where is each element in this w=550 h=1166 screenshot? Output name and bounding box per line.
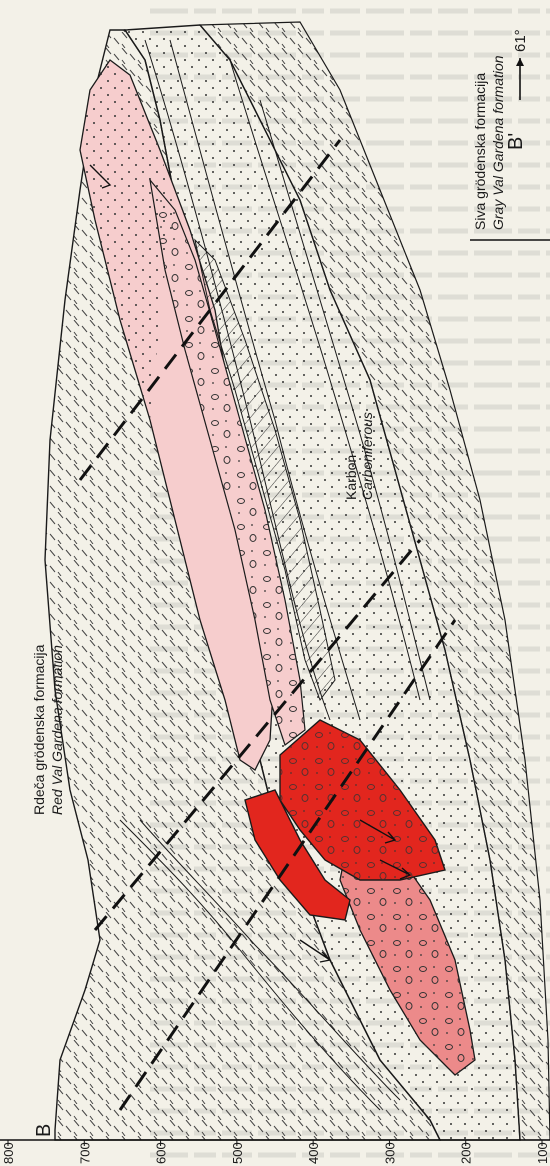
elevation-tick-label: 100 [535, 1142, 550, 1164]
elevation-tick-label: 400 [306, 1142, 321, 1164]
section-start-label: B [33, 1124, 55, 1137]
azimuth-label: 61° [512, 29, 529, 52]
carboniferous-english: Carboniferous [359, 412, 375, 500]
red-val-gardena-local: Rdeča grödenska formacija [31, 644, 47, 815]
gray-val-gardena-local: Siva grödenska formacija [472, 73, 488, 230]
carboniferous-local: Karbon [343, 455, 359, 500]
red-val-gardena-english: Red Val Gardena formation [49, 645, 65, 815]
elevation-tick-label: 500 [230, 1142, 245, 1164]
elevation-tick-label: 700 [77, 1142, 92, 1164]
elevation-tick-label: 800 [1, 1142, 16, 1164]
elevation-tick-label: 300 [382, 1142, 397, 1164]
gray-val-gardena-english: Gray Val Gardena formation [490, 55, 506, 230]
elevation-tick-label: 200 [459, 1142, 474, 1164]
section-end-label: B' [505, 133, 527, 150]
elevation-tick-label: 600 [154, 1142, 169, 1164]
